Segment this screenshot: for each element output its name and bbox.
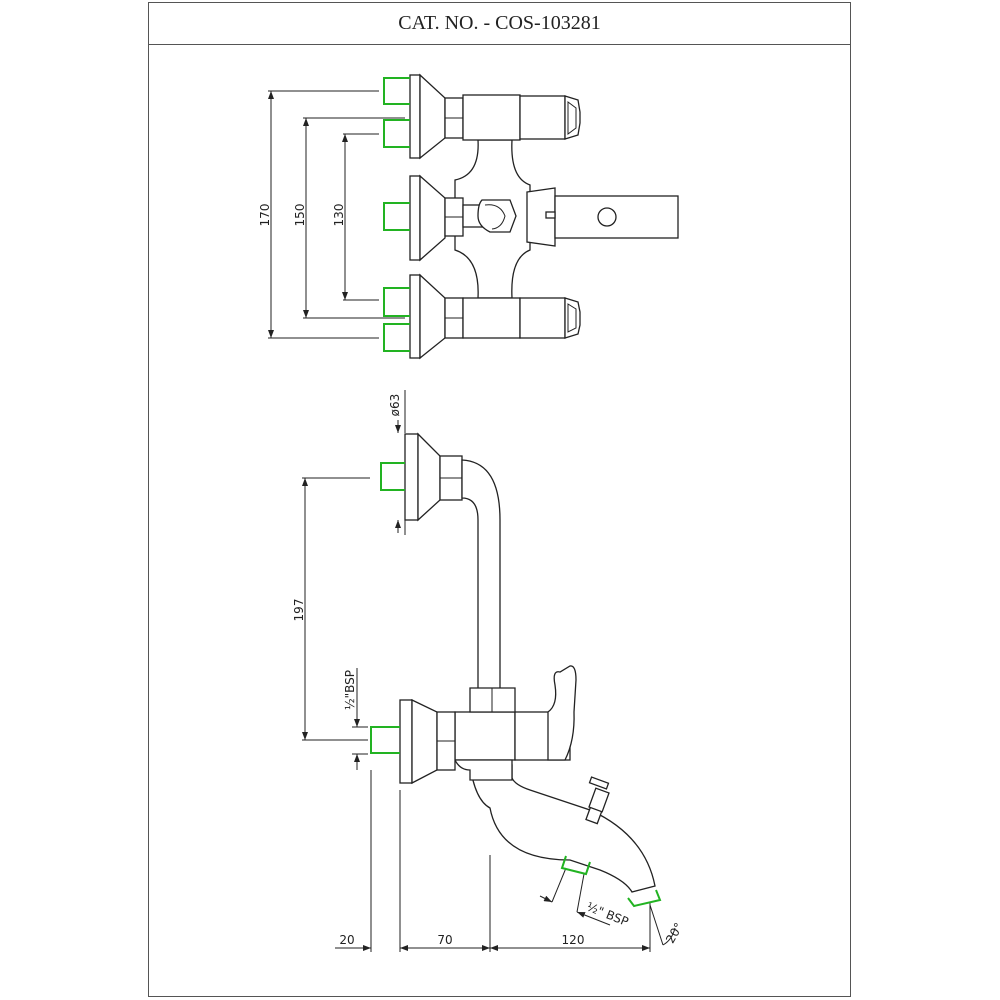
dim-bsp-outlet: ½" BSP xyxy=(585,900,631,929)
dim-150: 150 xyxy=(293,204,307,227)
catalog-number-title: CAT. NO. - COS-103281 xyxy=(398,12,601,34)
top-view-dimensions: 170 150 130 xyxy=(258,90,405,339)
top-view-pipe-ends xyxy=(383,77,410,352)
dim-130: 130 xyxy=(332,204,346,227)
title-bar: CAT. NO. - COS-103281 xyxy=(149,3,850,45)
dim-20: 20 xyxy=(339,933,354,947)
middle-arm xyxy=(409,174,679,262)
lever-handle xyxy=(547,665,577,761)
handle-hole xyxy=(597,207,617,227)
top-view: 170 150 130 xyxy=(258,73,679,360)
dim-120: 120 xyxy=(562,933,585,947)
side-view: ø63 197 ½"BSP 20 70 120 ½" BSP xyxy=(292,390,686,952)
upper-inlet xyxy=(380,432,501,691)
dim-70: 70 xyxy=(437,933,452,947)
dim-diameter: ø63 xyxy=(388,394,402,417)
mixer-body xyxy=(370,665,662,908)
top-arm xyxy=(409,73,581,160)
bottom-arm xyxy=(409,273,581,360)
dim-bsp-inlet: ½"BSP xyxy=(343,670,357,710)
drawing-frame: CAT. NO. - COS-103281 xyxy=(148,2,851,997)
outlet-green xyxy=(560,855,591,876)
dim-197: 197 xyxy=(292,599,306,622)
dim-170: 170 xyxy=(258,204,272,227)
